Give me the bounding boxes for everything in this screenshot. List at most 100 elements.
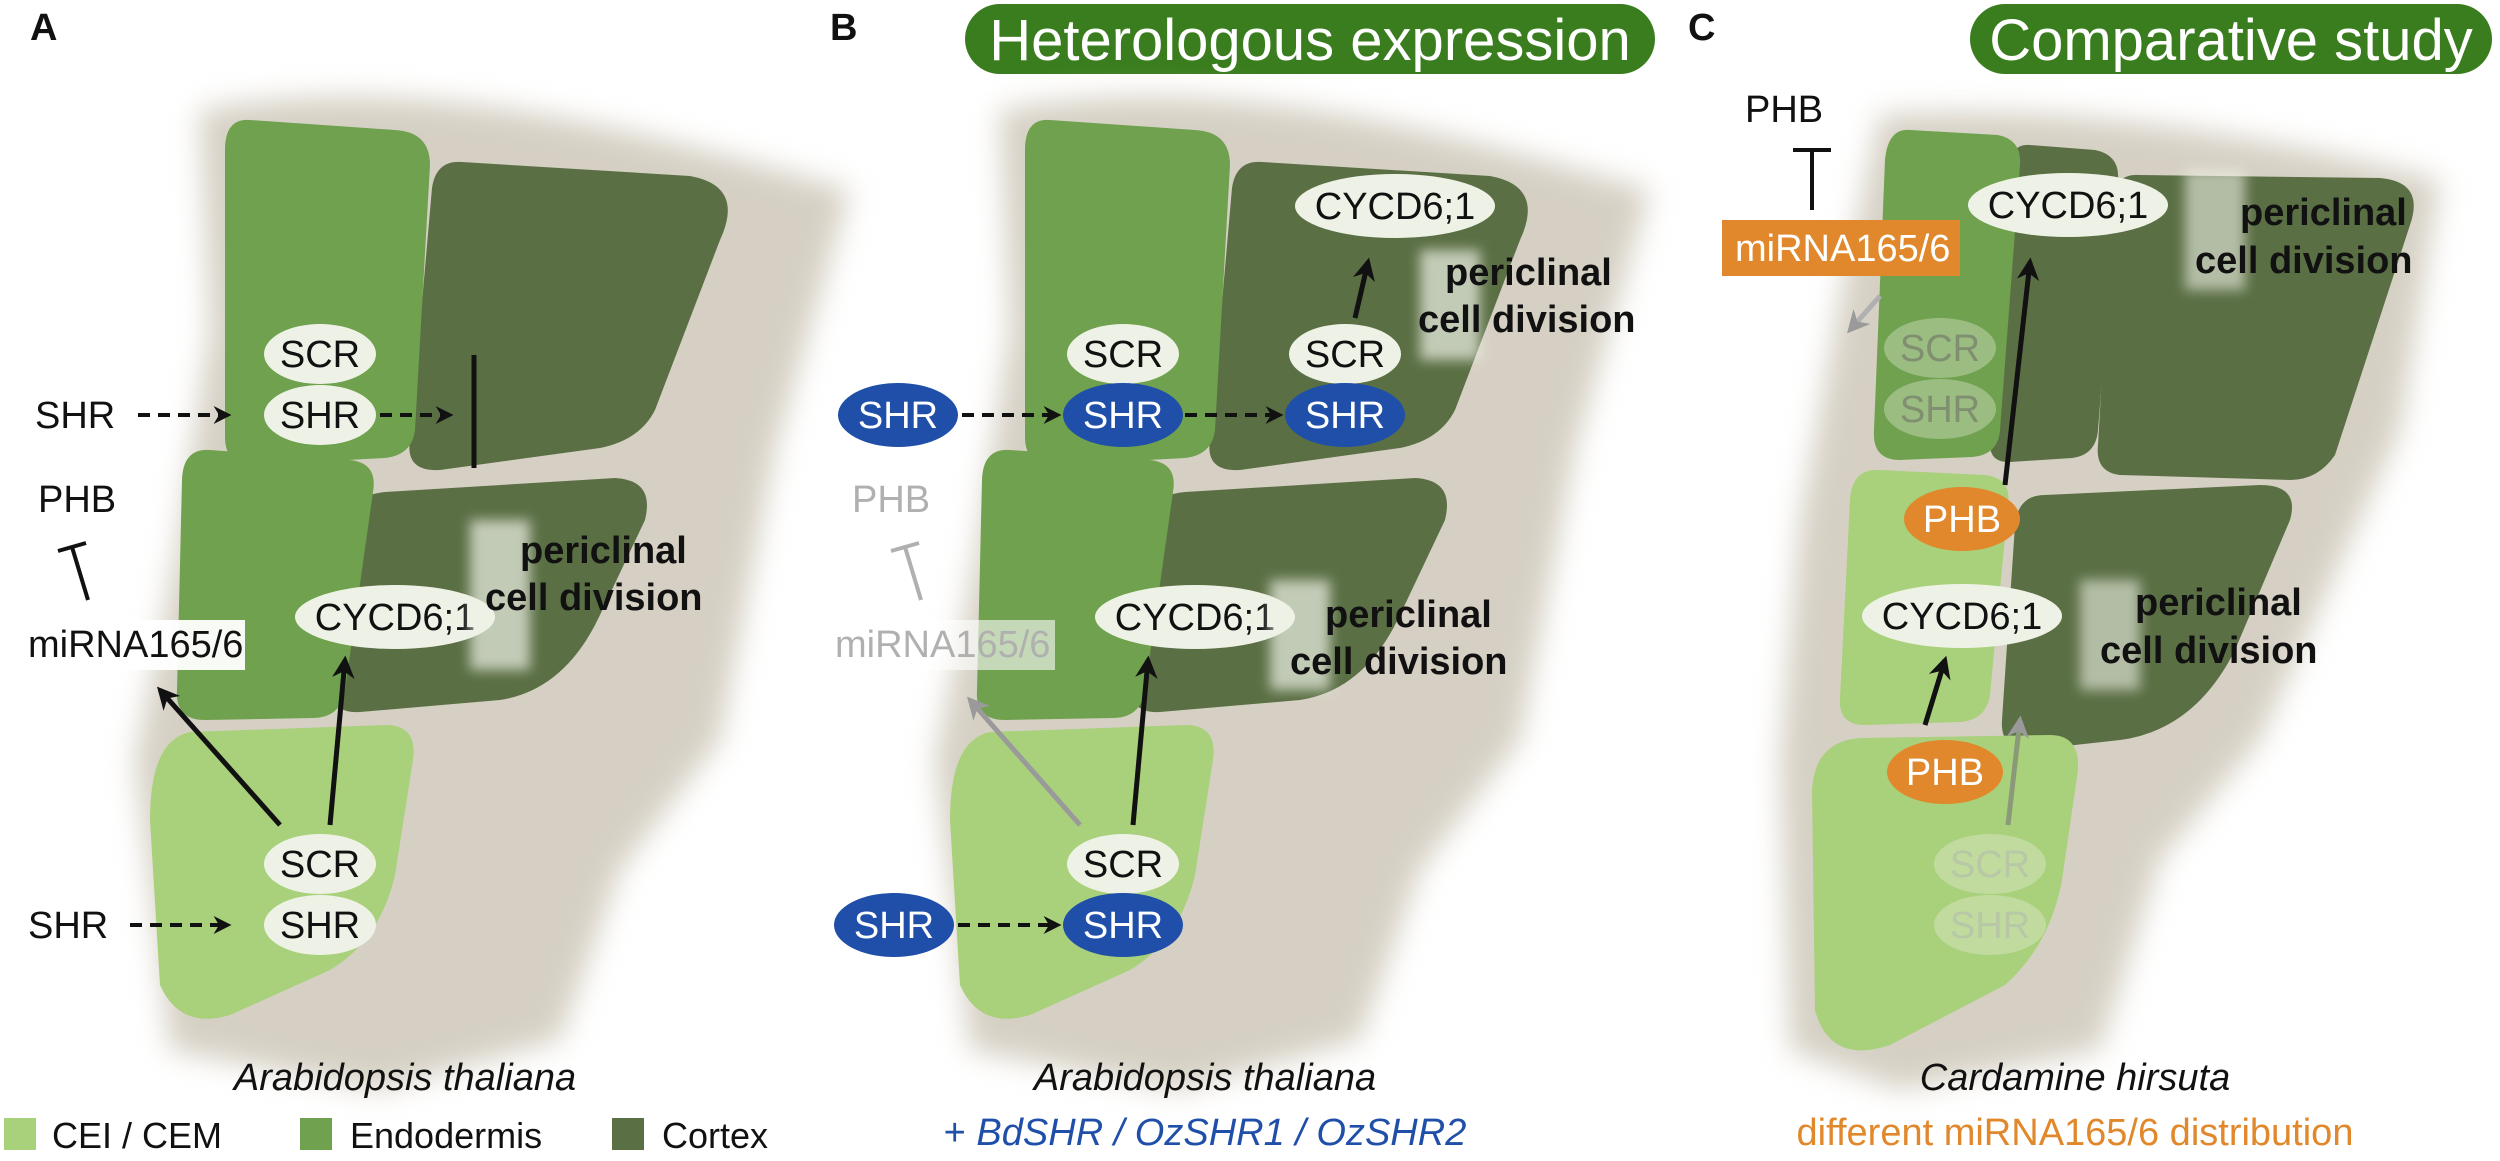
heterologous-shr-node-qc	[1063, 893, 1183, 957]
shr-label-qc: SHR	[280, 905, 360, 947]
periclinal-glow-top	[2185, 170, 2245, 290]
endodermis-cell-a1	[225, 119, 430, 466]
mirna-box	[830, 620, 1055, 670]
cycd-node	[1095, 585, 1295, 649]
mirna-box-orange	[1722, 220, 1960, 276]
cortex-cell-a1	[409, 161, 728, 471]
panel-b-nodes: SCR SHR SHR SCR SHR CYCD6;1 periclinal c…	[830, 174, 1636, 957]
mirna-label: miRNA165/6	[28, 624, 243, 666]
cell-division-label-top: cell division	[2195, 240, 2413, 282]
legend-swatch-endodermis	[300, 1118, 332, 1150]
shr-mobile-label-2: SHR	[28, 905, 108, 947]
mirna-label: miRNA165/6	[1735, 228, 1950, 270]
cell-division-label-cortex: cell division	[1418, 299, 1636, 341]
legend: CEI / CEM Endodermis Cortex	[4, 1115, 768, 1156]
scr-node	[1067, 324, 1179, 384]
legend-label-cei-cem: CEI / CEM	[52, 1115, 222, 1156]
subcaption-c: different miRNA165/6 distribution	[1797, 1112, 2354, 1154]
scr-node-faded	[1884, 318, 1996, 378]
endodermis-cell-b1	[1025, 119, 1230, 466]
phb-label-upper: PHB	[1923, 499, 2001, 541]
cortex-cycd-node	[1295, 174, 1495, 238]
mirna-label: miRNA165/6	[835, 624, 1050, 666]
shr-node-qc	[264, 895, 376, 955]
mobile-shr-label: SHR	[858, 395, 938, 437]
phb-label: PHB	[38, 479, 116, 521]
cycd-label: CYCD6;1	[1882, 596, 2043, 638]
periclinal-label-cortex: periclinal	[1445, 252, 1612, 294]
panel-c-letter: C	[1688, 7, 1715, 49]
cycd-node	[1862, 584, 2062, 648]
cycd-activation-arrow-top	[2002, 257, 2040, 486]
cycd-activation-arrow	[327, 655, 355, 826]
mobile-shr-node-2	[834, 893, 954, 957]
periclinal-glow	[1270, 580, 1330, 690]
periclinal-label: periclinal	[520, 530, 687, 572]
scr-label-qc: SCR	[1083, 844, 1163, 886]
cell-division-label: cell division	[485, 577, 703, 619]
heterologous-shr-label-qc: SHR	[1083, 905, 1163, 947]
phb-label: PHB	[852, 479, 930, 521]
inhibition-bar	[890, 541, 920, 553]
subcaption-b-genes: BdSHR / OzSHR1 / OzSHR2	[976, 1112, 1466, 1154]
phb-label-lower: PHB	[1906, 752, 1984, 794]
periclinal-glow	[470, 520, 530, 670]
scr-node	[264, 324, 376, 384]
cortex-cell-c2	[2097, 174, 2414, 480]
cortex-shr-label: SHR	[1305, 395, 1385, 437]
mirna-activation-arrow-faded	[967, 696, 1082, 827]
panel-c: C Comparative study PHB miRNA165/6 SCR S…	[1688, 4, 2492, 1154]
shr-node	[264, 385, 376, 445]
legend-label-endodermis: Endodermis	[350, 1115, 542, 1156]
legend-swatch-cei-cem	[4, 1118, 36, 1150]
subcaption-b: + BdSHR / OzSHR1 / OzSHR2	[944, 1112, 1467, 1154]
mirna-arrow-faded	[1847, 294, 1882, 334]
caption-c: Cardamine hirsuta	[1920, 1057, 2230, 1099]
mobile-shr-label-2: SHR	[854, 905, 934, 947]
shr-node-qc-faded	[1934, 895, 2046, 955]
periclinal-glow	[2080, 580, 2140, 690]
panel-b-letter: B	[830, 7, 857, 49]
mobile-shr-node	[838, 383, 958, 447]
cycd-label: CYCD6;1	[1115, 597, 1276, 639]
legend-label-cortex: Cortex	[662, 1115, 768, 1156]
shr-label-qc-faded: SHR	[1950, 905, 2030, 947]
activation-arrow-faded	[2005, 715, 2030, 826]
cycd-node-top	[1968, 173, 2168, 237]
cortex-scr-label: SCR	[1305, 334, 1385, 376]
scr-node-qc	[1067, 834, 1179, 894]
panel-a-nodes: SCR SHR SHR PHB miRNA165/6 CYCD6;1 peric…	[20, 324, 703, 955]
cycd-node	[295, 585, 495, 649]
banner-heterologous	[965, 4, 1655, 74]
scr-node-qc-faded	[1934, 834, 2046, 894]
phb-label: PHB	[1745, 89, 1823, 131]
shr-node-faded	[1884, 379, 1996, 439]
scr-label-qc: SCR	[280, 844, 360, 886]
cortex-cycd-label: CYCD6;1	[1315, 186, 1476, 228]
cycd-activation-arrow	[1922, 655, 1951, 726]
scr-label-qc-faded: SCR	[1950, 844, 2030, 886]
inhibition-stem	[70, 546, 90, 601]
banner-comparative-label: Comparative study	[1989, 8, 2473, 73]
banner-heterologous-label: Heterologous expression	[989, 8, 1631, 73]
cycd-activation-arrow-cortex	[1352, 257, 1375, 319]
cell-division-label: cell division	[1290, 641, 1508, 683]
panel-a: A SCR SHR SHR PHB miRNA165/6 CYCD6;1 per…	[20, 7, 850, 1099]
inhibition-bar	[57, 541, 87, 553]
cycd-label: CYCD6;1	[315, 597, 476, 639]
caption-b: Arabidopsis thaliana	[1032, 1057, 1376, 1099]
scr-label-faded: SCR	[1900, 328, 1980, 370]
cortex-cell-b1	[1209, 161, 1528, 471]
shr-label-faded: SHR	[1900, 389, 1980, 431]
cortex-cell-c3	[2001, 485, 2292, 750]
shr-label: SHR	[280, 395, 360, 437]
mirna-box	[20, 620, 245, 670]
mirna-activation-arrow	[157, 686, 282, 827]
cortex-scr-node	[1289, 324, 1401, 384]
scr-node-qc	[264, 834, 376, 894]
subcaption-b-prefix: +	[944, 1112, 977, 1154]
caption-a: Arabidopsis thaliana	[232, 1057, 576, 1099]
cortex-shr-node	[1285, 383, 1405, 447]
shr-mobile-label: SHR	[35, 395, 115, 437]
